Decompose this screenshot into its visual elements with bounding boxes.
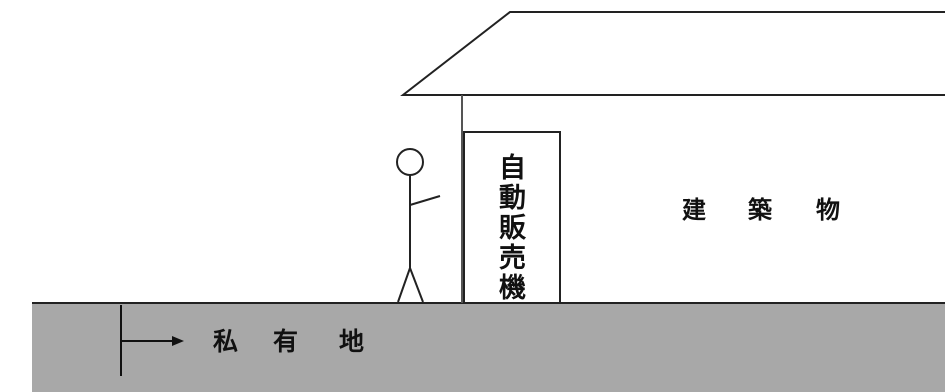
person-figure	[396, 148, 441, 303]
person-arm	[409, 195, 441, 206]
building-label: 建 築 物	[682, 196, 840, 224]
vending-machine-char: 売	[499, 243, 526, 273]
building-label-char: 建	[682, 197, 706, 224]
building-label-char: 築	[747, 196, 773, 224]
private-land-area	[32, 303, 945, 392]
private-land-marker	[120, 305, 184, 376]
vending-machine-label: 自 動 販 売 機	[499, 152, 527, 303]
vending-machine-char: 機	[499, 273, 526, 303]
vending-machine-char: 自	[499, 152, 526, 183]
arrow-right-icon	[172, 336, 184, 346]
vending-machine	[463, 131, 561, 304]
private-land-char: 地	[339, 328, 364, 356]
building-roof	[400, 11, 945, 96]
private-land-char: 私	[213, 328, 238, 356]
person-leg-left	[397, 267, 411, 303]
private-land-label: 私 有 地	[213, 328, 364, 356]
vending-machine-char: 販	[499, 213, 527, 243]
person-leg-right	[409, 267, 424, 303]
building-label-char: 物	[816, 197, 840, 224]
person-head	[396, 148, 424, 176]
vending-machine-char: 動	[499, 183, 526, 213]
private-land-char: 有	[273, 328, 298, 356]
